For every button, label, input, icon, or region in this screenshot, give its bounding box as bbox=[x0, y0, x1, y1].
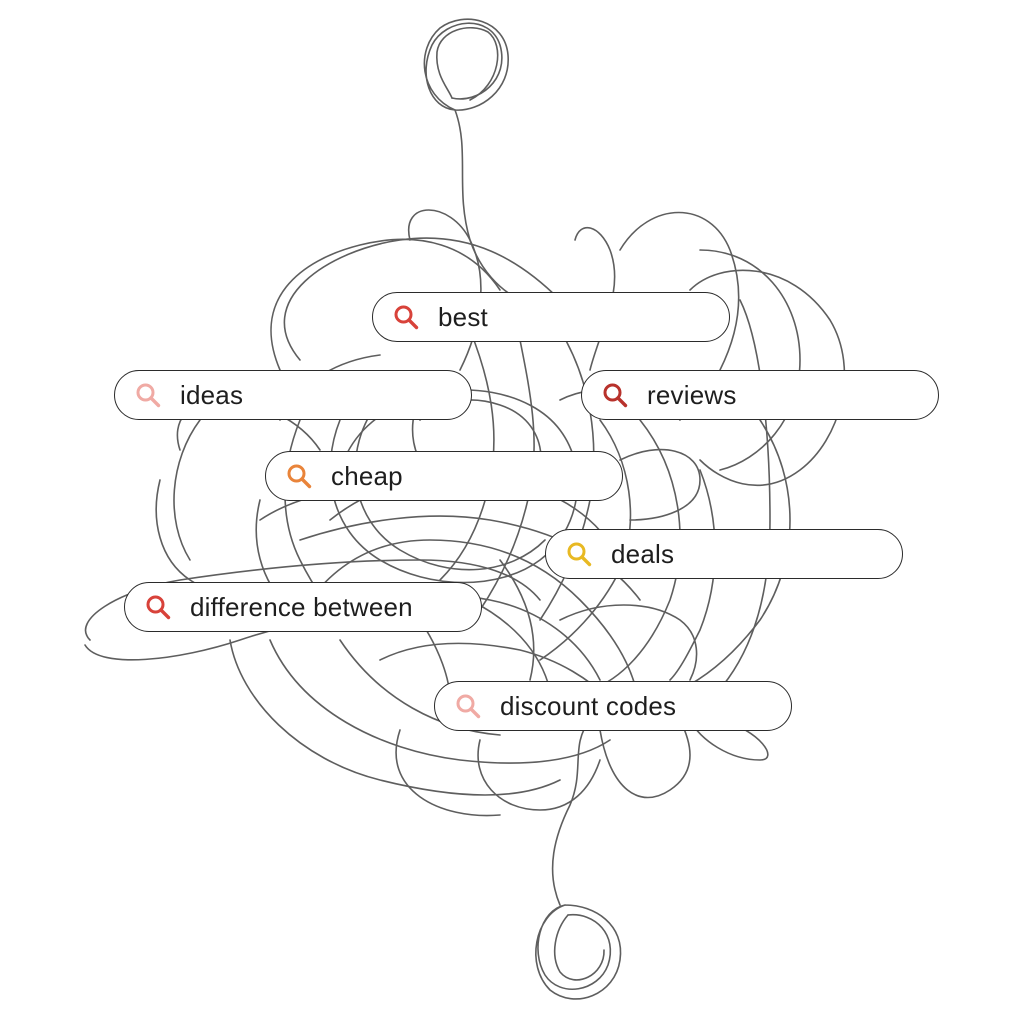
search-icon bbox=[144, 593, 172, 621]
search-icon bbox=[601, 381, 629, 409]
search-icon bbox=[134, 381, 162, 409]
search-suggestion-label: best bbox=[438, 301, 488, 332]
search-suggestion-label: cheap bbox=[331, 460, 403, 491]
search-icon bbox=[454, 692, 482, 720]
search-suggestion-label: deals bbox=[611, 538, 675, 569]
search-suggestion-discount-codes[interactable]: discount codes bbox=[434, 681, 792, 731]
search-suggestion-reviews[interactable]: reviews bbox=[581, 370, 939, 420]
search-suggestion-label: difference between bbox=[190, 591, 413, 622]
search-suggestion-difference-between[interactable]: difference between bbox=[124, 582, 482, 632]
search-icon bbox=[565, 540, 593, 568]
search-suggestion-cheap[interactable]: cheap bbox=[265, 451, 623, 501]
search-suggestion-ideas[interactable]: ideas bbox=[114, 370, 472, 420]
search-suggestion-deals[interactable]: deals bbox=[545, 529, 903, 579]
search-suggestion-label: ideas bbox=[180, 379, 244, 410]
search-suggestion-label: discount codes bbox=[500, 690, 677, 721]
search-suggestion-best[interactable]: best bbox=[372, 292, 730, 342]
search-suggestion-label: reviews bbox=[647, 379, 737, 410]
search-icon bbox=[392, 303, 420, 331]
search-icon bbox=[285, 462, 313, 490]
